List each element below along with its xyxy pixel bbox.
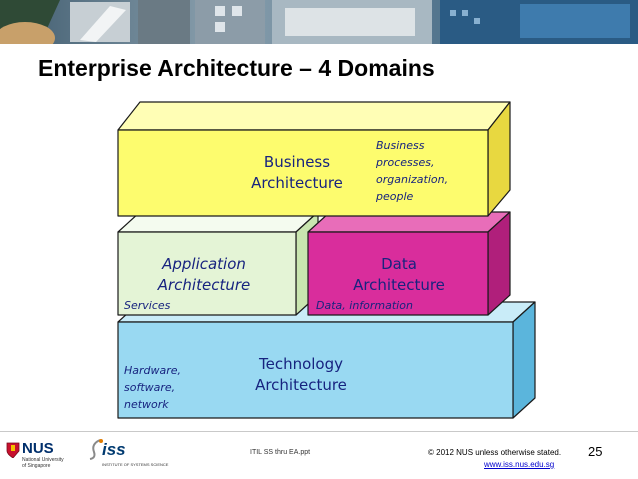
- business-note-line: processes,: [376, 156, 435, 169]
- application-title-line2: Architecture: [157, 276, 251, 294]
- iss-logo: iss INSTITUTE OF SYSTEMS SCIENCE: [88, 438, 168, 472]
- nus-logo-sub-line: of Singapore: [22, 463, 51, 469]
- technology-title-line2: Architecture: [255, 376, 347, 394]
- data-block: [307, 211, 511, 316]
- business-block: [117, 101, 511, 217]
- data-title-line1: Data: [381, 255, 417, 273]
- business-note: Business processes, organization, people: [376, 137, 448, 205]
- iss-logo-text: iss: [102, 440, 126, 459]
- business-title-line1: Business: [263, 153, 331, 171]
- nus-logo-sub-line: National University: [22, 457, 64, 463]
- page-number: 25: [588, 444, 603, 459]
- technology-note-line: network: [124, 398, 169, 411]
- data-title-line2: Architecture: [353, 276, 445, 294]
- application-title-line1: Application: [162, 255, 246, 273]
- footer-divider: [0, 431, 638, 432]
- business-note-line: organization,: [376, 173, 449, 186]
- technology-note: Hardware, software, network: [124, 362, 181, 413]
- data-note: Data, information: [316, 299, 413, 312]
- footer-copyright: © 2012 NUS unless otherwise stated.: [428, 448, 562, 457]
- slide-title: Enterprise Architecture – 4 Domains: [38, 55, 435, 81]
- technology-title-line1: Technology: [258, 355, 344, 373]
- data-architecture-label: Data Architecture: [334, 254, 464, 296]
- business-title-line2: Architecture: [251, 174, 343, 192]
- footer-filename: ITIL SS thru EA.ppt: [250, 449, 311, 456]
- nus-logo-subtitle: National University of Singapore: [22, 457, 64, 469]
- nus-logo: NUS National University of Singapore: [6, 440, 68, 470]
- technology-note-line: software,: [124, 381, 176, 394]
- business-architecture-label: Business Architecture: [232, 152, 362, 194]
- header-photo-banner: [0, 0, 638, 44]
- technology-architecture-label: Technology Architecture: [236, 354, 366, 396]
- nus-logo-text: NUS: [22, 440, 54, 457]
- application-architecture-label: Application Architecture: [134, 254, 274, 296]
- iss-swirl-icon: [89, 439, 103, 460]
- nus-crest-icon: [6, 442, 20, 458]
- business-note-line: Business: [376, 139, 425, 152]
- business-note-line: people: [376, 190, 414, 203]
- application-note: Services: [124, 299, 171, 312]
- footer-url-link[interactable]: www.iss.nus.edu.sg: [484, 460, 555, 469]
- technology-note-line: Hardware,: [124, 364, 182, 377]
- iss-logo-subtitle: INSTITUTE OF SYSTEMS SCIENCE: [102, 462, 169, 467]
